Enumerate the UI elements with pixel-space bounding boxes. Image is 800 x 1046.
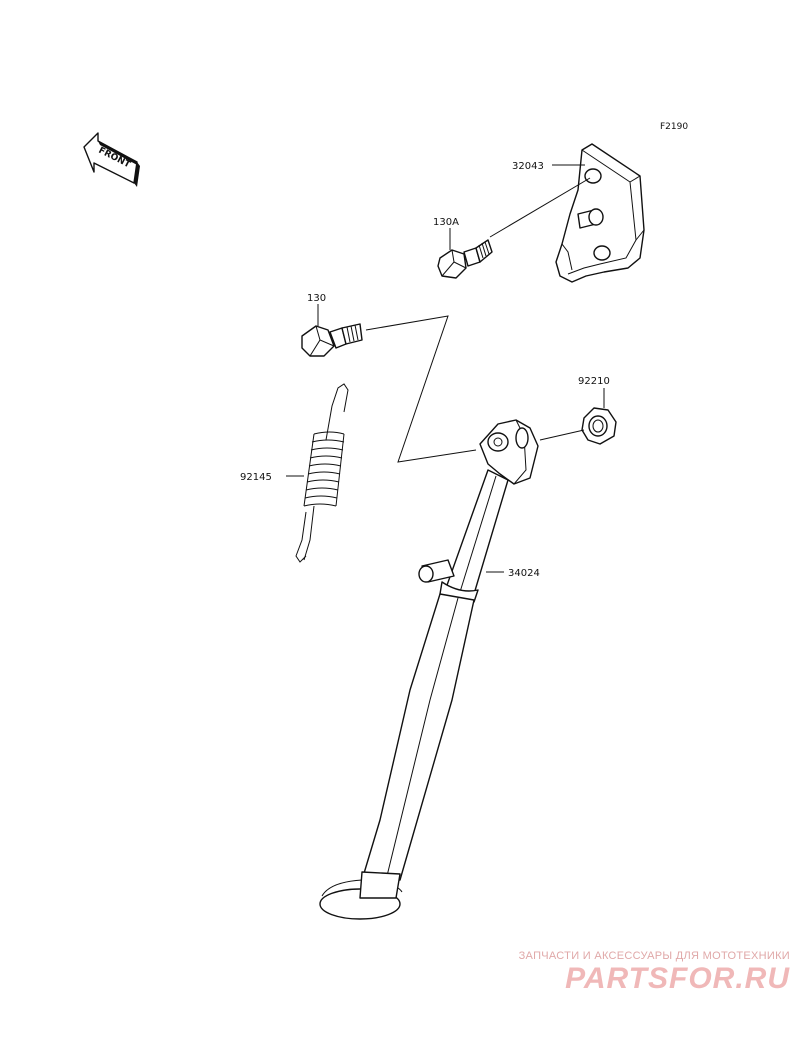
figure-code: F2190 [660, 122, 688, 132]
nut-part [581, 407, 617, 445]
spring-part [295, 383, 349, 563]
side-stand-part [319, 419, 539, 920]
bolt-130-part [301, 323, 363, 357]
bracket-part [555, 143, 645, 283]
bolt-130a-part [437, 239, 493, 279]
nut-part-number: 92210 [578, 376, 610, 387]
bolt-130a-part-number: 130A [433, 217, 459, 228]
side-stand-part-number: 34024 [508, 568, 540, 579]
spring-part-number: 92145 [240, 472, 272, 483]
bracket-part-number: 32043 [512, 161, 544, 172]
bolt-130-part-number: 130 [307, 293, 326, 304]
front-arrow-icon: FRONT [83, 132, 140, 187]
watermark-logo: PARTSFOR.RU [565, 962, 790, 995]
watermark-tagline: ЗАПЧАСТИ И АКСЕССУАРЫ ДЛЯ МОТОТЕХНИКИ [518, 950, 790, 962]
watermark: ЗАПЧАСТИ И АКСЕССУАРЫ ДЛЯ МОТОТЕХНИКИ PA… [480, 950, 790, 996]
